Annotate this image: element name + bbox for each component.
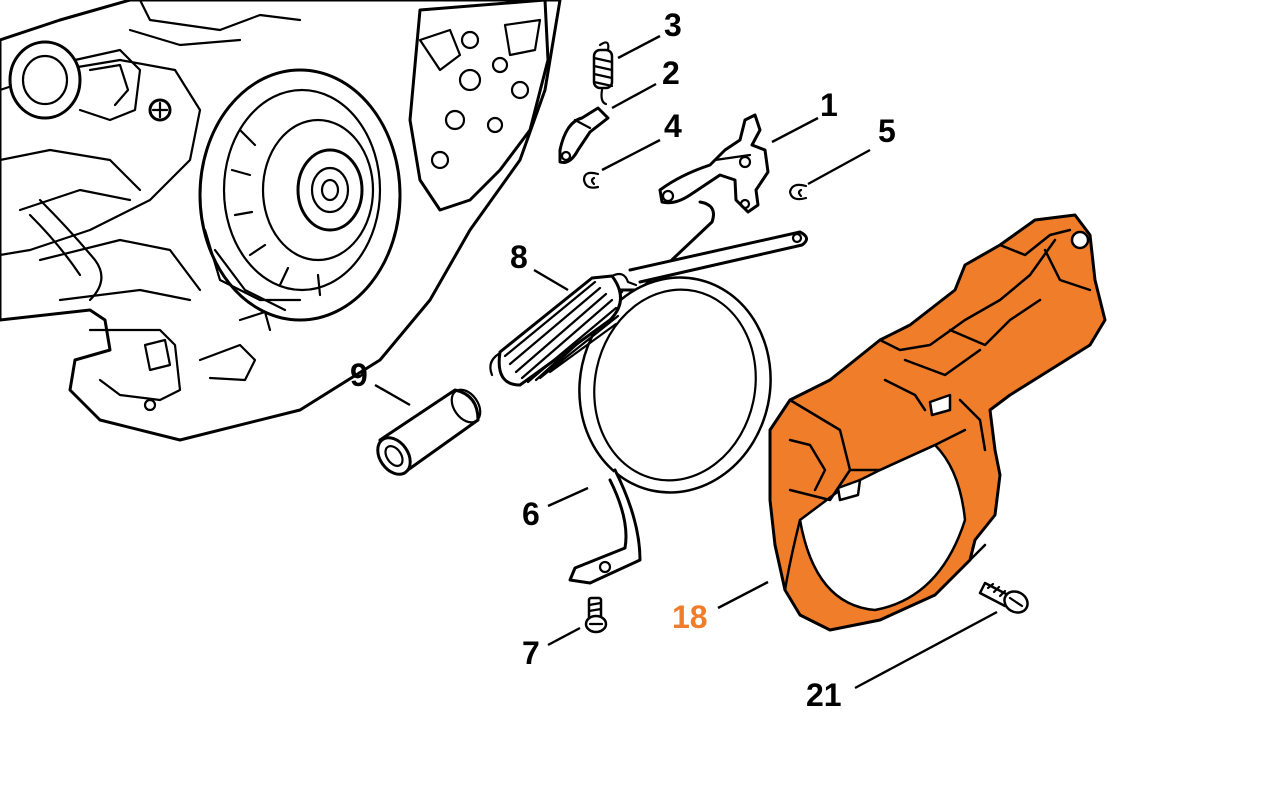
leader-5 [807, 148, 871, 186]
callout-9: 9 [350, 357, 368, 393]
part-18-brake-cover [768, 213, 1107, 632]
part-8-spring [489, 272, 638, 387]
callout-6: 6 [522, 496, 540, 532]
callout-8: 8 [510, 239, 528, 275]
callout-7: 7 [522, 635, 540, 671]
part-6-brake-band [568, 200, 808, 585]
callout-5: 5 [878, 113, 896, 149]
leader-21 [854, 610, 998, 690]
callout-2: 2 [662, 55, 680, 91]
leader-2 [611, 82, 657, 110]
callout-labels: 1 2 3 4 5 6 7 8 9 18 21 [350, 7, 896, 713]
callout-4: 4 [664, 108, 682, 144]
leader-4 [601, 138, 661, 172]
leader-lines [374, 34, 998, 690]
part-21-screw [978, 581, 1029, 614]
part-3-spring [592, 41, 614, 106]
leader-8 [533, 268, 569, 292]
leader-3 [617, 34, 661, 60]
part-5-eclip [788, 183, 808, 201]
part-1-brake-lever [658, 113, 770, 214]
part-2-lever [558, 106, 610, 164]
leader-9 [374, 383, 411, 407]
part-9-sleeve [376, 388, 482, 476]
callout-3: 3 [664, 7, 682, 43]
callout-1: 1 [820, 87, 838, 123]
leader-18 [717, 580, 769, 610]
engine-housing [0, 0, 562, 442]
leader-6 [547, 486, 589, 508]
callout-18: 18 [672, 599, 708, 635]
part-7-screw [584, 596, 608, 634]
leader-1 [771, 116, 819, 144]
part-4-eclip [582, 171, 600, 189]
callout-21: 21 [806, 677, 842, 713]
leader-7 [547, 626, 581, 647]
